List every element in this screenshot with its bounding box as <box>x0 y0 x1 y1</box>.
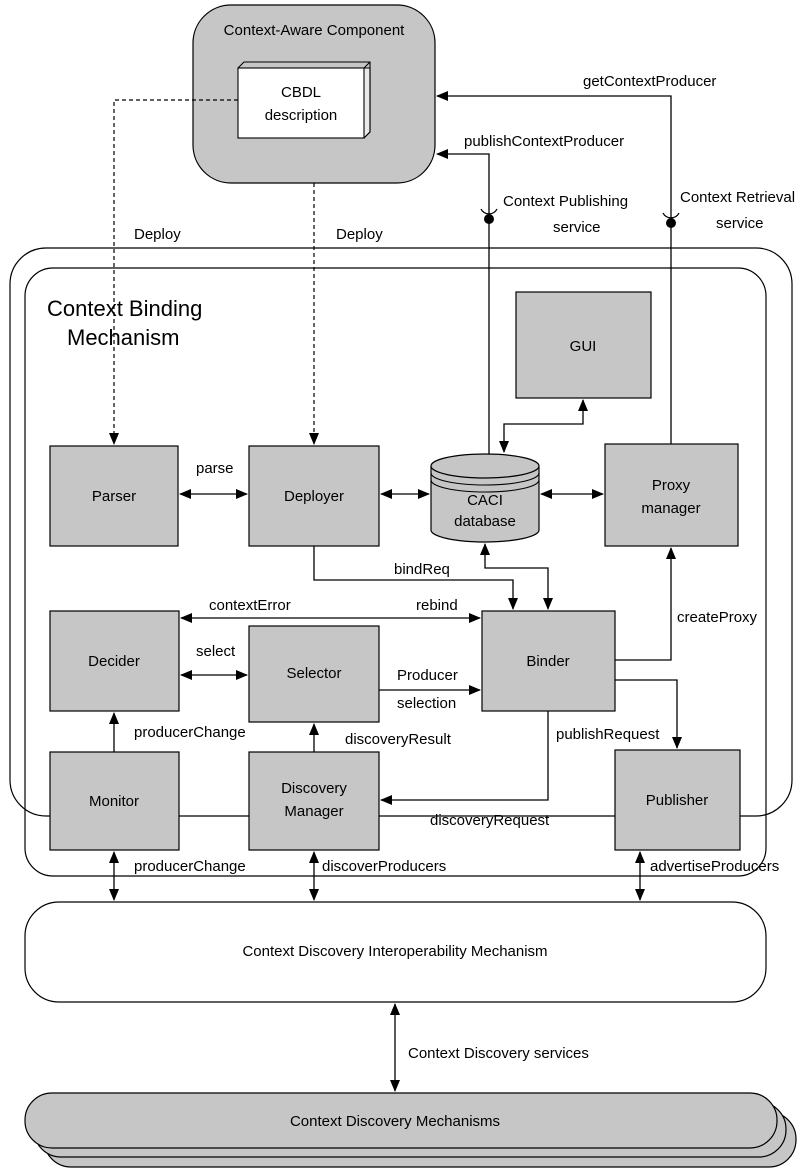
discovery-mechanisms-label: Context Discovery Mechanisms <box>290 1113 500 1130</box>
binder-box: Binder <box>481 610 616 712</box>
context-aware-component-title: Context-Aware Component <box>224 22 405 39</box>
monitor-box: Monitor <box>49 751 180 851</box>
interoperability-mechanism: Context Discovery Interoperability Mecha… <box>24 901 767 1003</box>
proxy-label-line1: Proxy <box>652 477 691 494</box>
discovery-manager-box: Discovery Manager <box>248 751 380 851</box>
publishing-service-socket <box>480 208 498 215</box>
label-context-retrieval-1: Context Retrieval <box>680 189 795 206</box>
decider-box: Decider <box>49 610 180 712</box>
label-context-publishing-2: service <box>553 219 601 236</box>
selector-label: Selector <box>286 665 341 682</box>
cbdl-label-line2: description <box>265 107 338 124</box>
label-context-publishing-1: Context Publishing <box>503 193 628 210</box>
label-context-discovery-services: Context Discovery services <box>408 1045 589 1062</box>
cbdl-label-line1: CBDL <box>281 84 321 101</box>
publish-request-arrow <box>615 679 682 749</box>
interop-label: Context Discovery Interoperability Mecha… <box>242 943 547 960</box>
get-context-producer-arrow <box>437 96 672 444</box>
gui-caci-arrow <box>499 399 588 453</box>
selector-box: Selector <box>248 625 380 723</box>
label-publish-request: publishRequest <box>556 726 660 743</box>
label-context-retrieval-2: service <box>716 215 764 232</box>
publisher-box: Publisher <box>614 749 741 851</box>
label-producer-selection-1: Producer <box>397 667 458 684</box>
caci-label-line1: CACI <box>467 492 503 509</box>
cbdl-description-box: CBDL description <box>237 61 371 139</box>
decider-label: Decider <box>88 653 140 670</box>
label-advertise-producers: advertiseProducers <box>650 858 779 875</box>
parser-box: Parser <box>49 445 179 547</box>
gui-label: GUI <box>570 338 597 355</box>
mechanism-title-line1: Context Binding <box>47 296 202 321</box>
caci-binder-arrow <box>480 543 553 610</box>
parser-label: Parser <box>92 488 136 505</box>
deployer-label: Deployer <box>284 488 344 505</box>
retrieval-service-socket <box>662 212 680 219</box>
proxy-manager-box: Proxy manager <box>604 443 739 547</box>
label-select: select <box>196 643 236 660</box>
label-discovery-result: discoveryResult <box>345 731 452 748</box>
label-producer-change-inner: producerChange <box>134 724 246 741</box>
deploy-arrow-left <box>109 99 238 445</box>
label-bind-req: bindReq <box>394 561 450 578</box>
outer-mechanism-frame <box>9 247 793 817</box>
discovery-label-line2: Manager <box>284 803 343 820</box>
deployer-box: Deployer <box>248 445 380 547</box>
mechanism-title-line2: Mechanism <box>67 325 179 350</box>
caci-label-line2: database <box>454 513 516 530</box>
create-proxy-arrow <box>615 547 676 661</box>
publishing-service-port <box>484 214 494 224</box>
caci-database: CACI database <box>430 453 540 543</box>
publish-context-producer-arrow <box>436 149 490 216</box>
label-context-error: contextError <box>209 597 291 614</box>
label-publish-context-producer: publishContextProducer <box>464 133 624 150</box>
context-discovery-mechanisms: Context Discovery Mechanisms <box>24 1092 797 1168</box>
publisher-label: Publisher <box>646 792 709 809</box>
label-discovery-request: discoveryRequest <box>430 812 550 829</box>
label-deploy-left: Deploy <box>134 226 181 243</box>
label-rebind: rebind <box>416 597 458 614</box>
discovery-request-arrow <box>380 711 549 805</box>
binder-label: Binder <box>526 653 569 670</box>
proxy-label-line2: manager <box>641 500 700 517</box>
label-create-proxy: createProxy <box>677 609 758 626</box>
label-parse: parse <box>196 460 234 477</box>
retrieval-service-port <box>666 218 676 228</box>
label-producer-selection-2: selection <box>397 695 456 712</box>
discovery-label-line1: Discovery <box>281 780 347 797</box>
context-aware-component: Context-Aware Component CBDL description <box>192 4 436 184</box>
label-deploy-right: Deploy <box>336 226 383 243</box>
context-binding-mechanism-frame <box>24 267 767 877</box>
label-get-context-producer: getContextProducer <box>583 73 716 90</box>
gui-box: GUI <box>515 291 652 399</box>
label-producer-change-outer: producerChange <box>134 858 246 875</box>
label-discover-producers: discoverProducers <box>322 858 446 875</box>
monitor-label: Monitor <box>89 793 139 810</box>
